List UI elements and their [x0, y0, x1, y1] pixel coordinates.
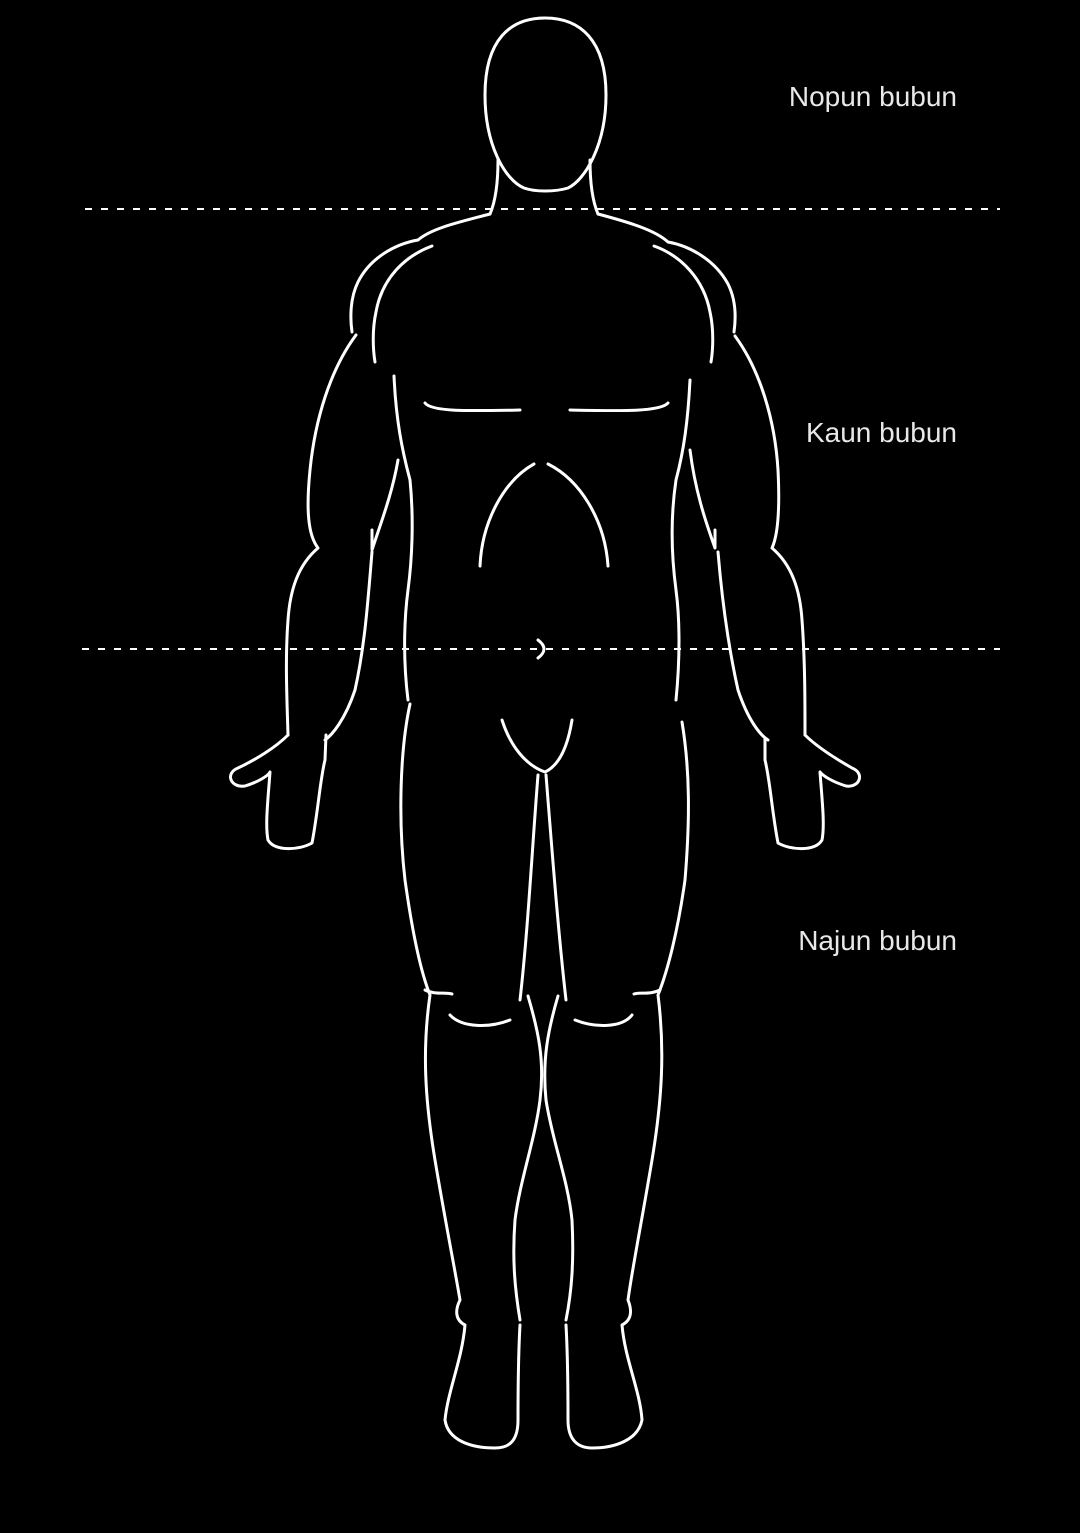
neck-right-outline	[588, 158, 600, 216]
left-hand-outline	[229, 733, 328, 851]
abdomen-left-line	[478, 462, 536, 568]
groin-outline	[500, 718, 574, 774]
navel-mark	[536, 638, 546, 660]
left-shoulder-arm-outline	[349, 212, 492, 334]
left-inner-leg-outline	[512, 773, 544, 1322]
right-inner-leg-outline	[543, 773, 575, 1322]
torso-left-side	[392, 374, 414, 702]
human-figure	[229, 16, 861, 1450]
right-hand-outline	[763, 733, 861, 851]
neck-left-outline	[488, 158, 500, 216]
label-upper-region: Nopun bubun	[789, 81, 957, 112]
left-outer-leg-outline	[399, 702, 522, 1450]
left-outer-arm-outline	[284, 333, 358, 737]
head-outline	[483, 16, 608, 193]
right-knee-outline	[573, 988, 662, 1027]
left-deltoid-line	[371, 244, 434, 364]
left-knee-outline	[423, 988, 512, 1027]
right-shoulder-arm-outline	[596, 212, 737, 334]
right-inner-arm-outline	[688, 448, 770, 742]
label-lower-region: Najun bubun	[798, 925, 957, 956]
left-inner-arm-outline	[323, 458, 400, 742]
right-outer-arm-outline	[733, 334, 807, 737]
chest-line-right	[568, 401, 670, 413]
label-middle-region: Kaun bubun	[806, 417, 957, 448]
chest-line-left	[423, 401, 522, 413]
abdomen-right-line	[546, 462, 610, 568]
right-deltoid-line	[652, 244, 715, 364]
right-outer-leg-outline	[564, 720, 690, 1450]
torso-right-side	[670, 378, 692, 702]
